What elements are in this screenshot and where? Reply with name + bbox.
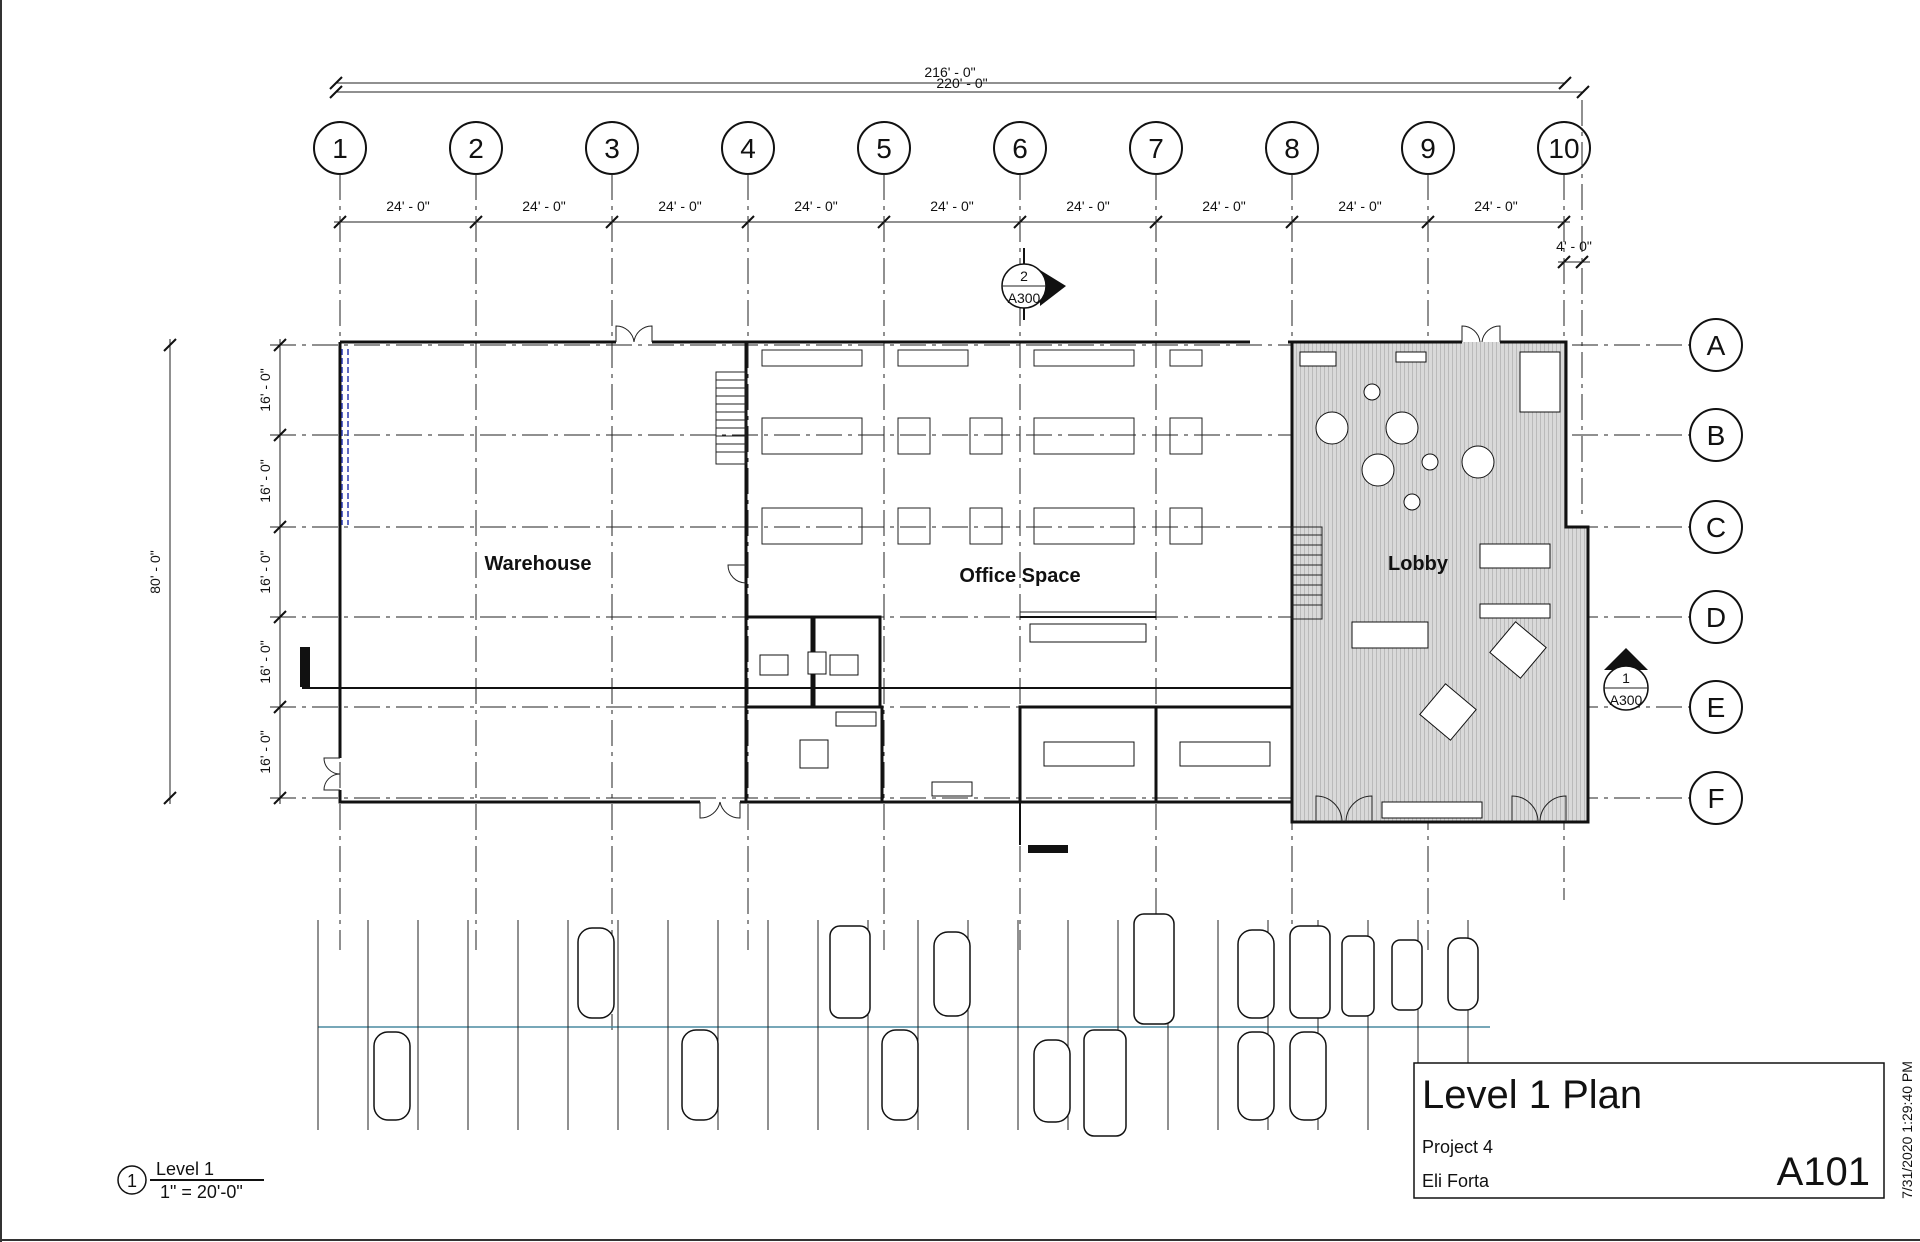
section-mark-right: 1 A300 bbox=[1603, 648, 1649, 711]
view-label-scale: 1" = 20'-0" bbox=[160, 1182, 243, 1202]
grid-bubble-8: 8 bbox=[1284, 133, 1300, 164]
bay-dim-1: 24' - 0" bbox=[386, 198, 429, 214]
grid-bubble-e: E bbox=[1707, 692, 1726, 723]
parked-car bbox=[577, 927, 615, 1019]
grid-bubble-10: 10 bbox=[1548, 133, 1579, 164]
overall-dim-inner: 216' - 0" bbox=[924, 64, 975, 80]
parked-car bbox=[1083, 1029, 1127, 1137]
parked-car bbox=[1391, 939, 1423, 1011]
grid-bubble-7: 7 bbox=[1148, 133, 1164, 164]
lobby-furniture bbox=[1299, 351, 1561, 819]
bay-dim-5: 24' - 0" bbox=[930, 198, 973, 214]
grid-bubble-c: C bbox=[1706, 512, 1726, 543]
parked-car bbox=[1133, 913, 1175, 1025]
room-labels: Warehouse Office Space Lobby bbox=[484, 553, 1448, 587]
view-label-name: Level 1 bbox=[156, 1159, 214, 1179]
view-label-number: 1 bbox=[127, 1171, 137, 1191]
overall-dim-outer: 220' - 0" bbox=[936, 75, 987, 91]
doors bbox=[323, 325, 1567, 823]
bay-dim-6: 24' - 0" bbox=[1066, 198, 1109, 214]
exterior-bench bbox=[1028, 845, 1068, 853]
grid-bubble-f: F bbox=[1707, 783, 1724, 814]
depth-dim: 80' - 0" bbox=[147, 550, 163, 593]
sheet-number: A101 bbox=[1777, 1150, 1870, 1194]
section-mark-top-number: 2 bbox=[1020, 268, 1028, 284]
row-dim-2: 16' - 0" bbox=[257, 459, 273, 502]
grid-bubble-4: 4 bbox=[740, 133, 756, 164]
office-interior-walls bbox=[744, 611, 1294, 804]
row-dim-3: 16' - 0" bbox=[257, 550, 273, 593]
parked-car bbox=[373, 1031, 411, 1121]
sheet-title: Level 1 Plan bbox=[1422, 1073, 1642, 1117]
bay-dim-8: 24' - 0" bbox=[1338, 198, 1381, 214]
grid-bubble-2: 2 bbox=[468, 133, 484, 164]
parked-car bbox=[1033, 1039, 1071, 1123]
wall-louver bbox=[300, 647, 310, 687]
row-dim-1: 16' - 0" bbox=[257, 368, 273, 411]
room-label-office-space: Office Space bbox=[959, 565, 1080, 587]
section-mark-right-sheet: A300 bbox=[1610, 692, 1643, 708]
grid-bubble-b: B bbox=[1707, 420, 1726, 451]
parked-car bbox=[1237, 1031, 1275, 1121]
parked-car bbox=[1289, 925, 1331, 1019]
bay-dim-3: 24' - 0" bbox=[658, 198, 701, 214]
parking-lot bbox=[317, 913, 1490, 1137]
grid-row-bubbles: A B C D E F bbox=[1689, 318, 1743, 825]
overall-dimensions: 216' - 0" 220' - 0" bbox=[329, 64, 1590, 99]
row-dimensions: 16' - 0" 16' - 0" 16' - 0" 16' - 0" 16' … bbox=[147, 338, 287, 805]
parked-car bbox=[933, 931, 971, 1017]
room-label-lobby: Lobby bbox=[1388, 553, 1449, 575]
parked-car bbox=[1289, 1031, 1327, 1121]
stair bbox=[715, 371, 1323, 620]
row-dim-4: 16' - 0" bbox=[257, 640, 273, 683]
view-label: 1 Level 1 1" = 20'-0" bbox=[117, 1159, 264, 1202]
parked-car bbox=[829, 925, 871, 1019]
print-timestamp: 7/31/2020 1:29:40 PM bbox=[1899, 1061, 1915, 1199]
office-desks bbox=[761, 349, 1203, 545]
parked-car bbox=[1341, 935, 1375, 1017]
section-mark-top: 2 A300 bbox=[1001, 248, 1066, 320]
parked-car bbox=[681, 1029, 719, 1121]
grid-bubble-6: 6 bbox=[1012, 133, 1028, 164]
parked-car bbox=[881, 1029, 919, 1121]
bay-dim-4: 24' - 0" bbox=[794, 198, 837, 214]
bay-dim-9: 24' - 0" bbox=[1474, 198, 1517, 214]
grid-bubble-1: 1 bbox=[332, 133, 348, 164]
bay-dim-7: 24' - 0" bbox=[1202, 198, 1245, 214]
grid-bubble-d: D bbox=[1706, 602, 1726, 633]
author-name: Eli Forta bbox=[1422, 1171, 1490, 1191]
bay-dimensions: 24' - 0" 24' - 0" 24' - 0" 24' - 0" 24' … bbox=[333, 198, 1592, 269]
parked-car bbox=[1447, 937, 1479, 1011]
grid-bubble-3: 3 bbox=[604, 133, 620, 164]
grid-bubble-5: 5 bbox=[876, 133, 892, 164]
bay-dim-2: 24' - 0" bbox=[522, 198, 565, 214]
grid-bubble-9: 9 bbox=[1420, 133, 1436, 164]
project-name: Project 4 bbox=[1422, 1137, 1493, 1157]
edge-dim: 4' - 0" bbox=[1556, 238, 1592, 254]
room-label-warehouse: Warehouse bbox=[484, 553, 591, 575]
parked-car bbox=[1237, 929, 1275, 1019]
grid-bubble-a: A bbox=[1707, 330, 1726, 361]
section-mark-right-number: 1 bbox=[1622, 670, 1630, 686]
row-dim-5: 16' - 0" bbox=[257, 730, 273, 773]
section-mark-top-sheet: A300 bbox=[1008, 290, 1041, 306]
title-block: Level 1 Plan Project 4 Eli Forta A101 7/… bbox=[1413, 1061, 1915, 1199]
